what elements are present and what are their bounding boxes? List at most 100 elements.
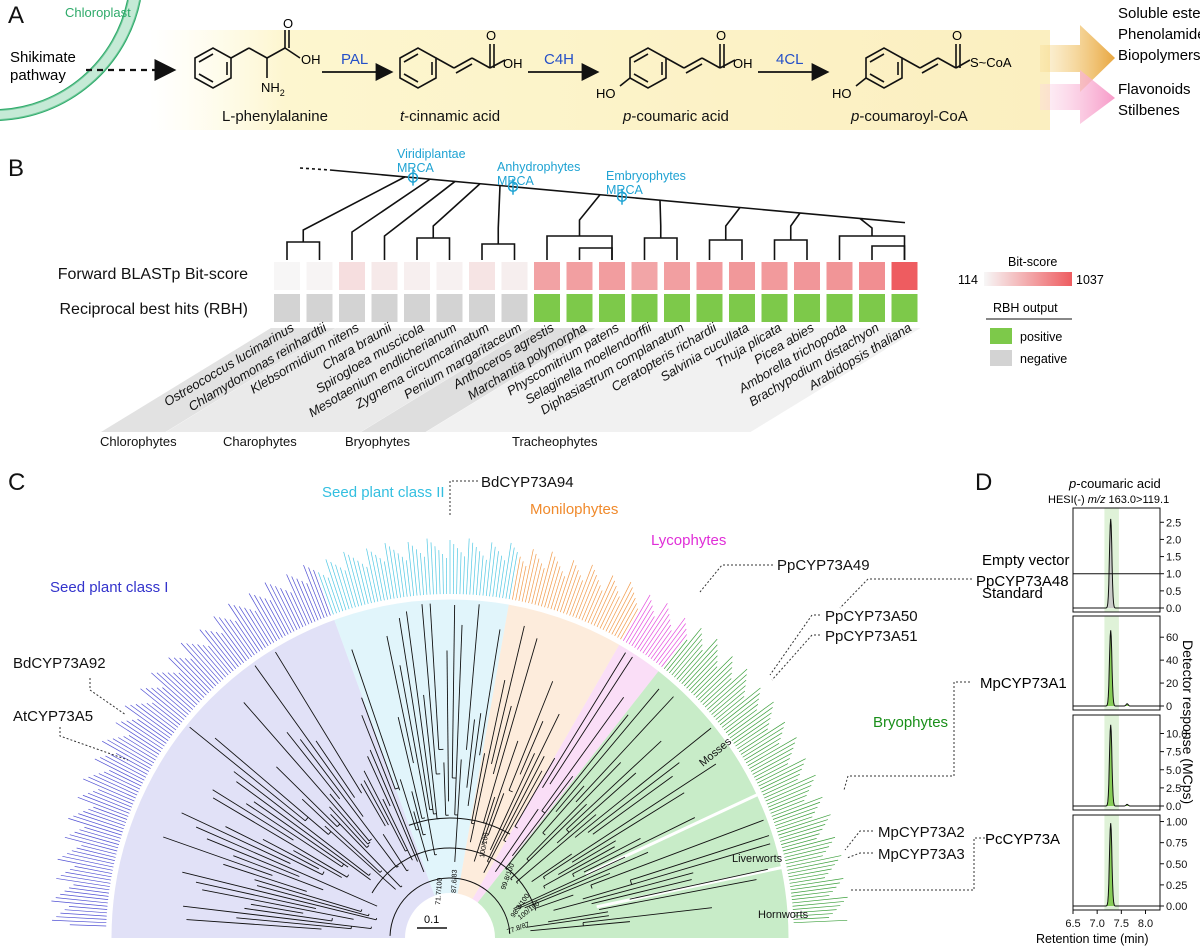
tip-label [65,871,111,881]
tip-label [792,901,845,907]
tip-label [81,845,117,855]
tree-arc [367,841,371,845]
tip-label [420,552,424,596]
tip-label [666,627,702,672]
tip-label [676,649,703,680]
tree-arc [543,876,546,880]
tree-branch [486,713,560,862]
chrom-title: p-coumaric acid [1068,476,1161,491]
tip-label [301,580,319,621]
tip-label [693,656,733,696]
tip-label [126,720,165,747]
x-tick-label: 6.5 [1065,918,1080,930]
tip-label [656,623,686,663]
tree-branch [195,881,317,909]
enzyme-4cl: 4CL [776,51,804,68]
tree-branch [254,879,362,912]
group-bands [101,328,921,432]
tip-label [269,600,289,635]
panel-c: C Seed plant class I Seed plant class II… [8,469,985,939]
tip-label [290,592,307,626]
tip-label [792,905,841,910]
peak-line [1073,724,1160,807]
tip-label [715,696,745,720]
gene-mpcyp73a2: MpCYP73A2 [878,824,965,841]
tip-label [173,672,202,701]
tree-branch [399,665,436,856]
tip-label [197,644,226,678]
tree-branch [399,779,417,831]
legend-positive-swatch [990,328,1012,344]
tree-branch [566,740,662,830]
tree-branch [253,801,349,868]
bitscore-cell [891,262,918,290]
tree-branch [592,775,673,835]
tree-branch [572,838,641,875]
tip-label [88,776,136,799]
tree-arc [400,885,403,888]
tip-label [202,644,229,676]
tree-branch [558,840,616,875]
tree-branch [519,721,544,775]
tip-label [115,722,162,752]
tree-branch [629,868,768,900]
support-3: 71.7/100 [435,877,444,905]
tip-label [146,702,179,728]
tip-label [322,574,337,614]
tip-label [793,913,833,917]
peak-line [1073,823,1160,907]
legend-bitscore-max: 1037 [1076,273,1104,287]
rbh-cell [339,294,365,322]
tree-branch [244,907,332,922]
tree-arc [590,884,593,889]
tip-label [64,836,118,852]
branch [724,207,741,240]
tip-label [713,690,746,718]
tip-label [383,561,392,600]
panel-b-label: B [8,155,24,182]
trace-label: PcCYP73A [985,831,1060,848]
x-tick-label: 8.0 [1138,918,1153,930]
legend-bitscore-gradient [984,272,1072,286]
tip-label [229,619,255,656]
tip-label [397,553,405,598]
y-tick-label: 0.0 [1166,801,1181,813]
tip-label [151,687,187,718]
tip-label [275,586,298,631]
tip-label [352,557,366,605]
tree-backbone-arc [371,847,536,908]
panel-a: Chloroplast A Shikimate pathway O OH NH2… [0,0,1200,130]
tip-label [389,546,398,599]
chrom-subtitle: HESI(-) m/z 163.0>119.1 [1048,494,1169,506]
tip-label [648,624,672,658]
tree-branch [599,879,757,910]
tip-label [51,900,108,907]
tip-label [645,619,671,656]
tree-branch [212,797,348,878]
tree-arc [542,832,546,836]
tip-label [787,864,835,874]
tip-label [704,668,748,708]
tip-label [462,556,466,595]
tree-branch [233,771,370,876]
tip-label [584,585,601,622]
cou-ho: HO [596,86,616,101]
legend-bitscore-title: Bit-score [1008,255,1057,269]
mrca-label-2: MRCA [606,183,643,197]
tip-label [631,610,654,647]
tip-label [156,672,196,708]
bitscore-cell [501,262,528,290]
tip-label [109,770,142,787]
tree-branch [186,919,322,930]
tip-label [729,707,773,739]
tree-branch [262,838,319,870]
tip-label [407,542,415,596]
tip-label [99,757,145,781]
tip-label [438,550,441,595]
branch [859,217,873,236]
bitscore-cell [404,262,430,290]
tree-branch [276,766,338,828]
tree-branch [514,757,556,827]
tip-label [686,655,718,689]
tip-label [208,645,231,674]
